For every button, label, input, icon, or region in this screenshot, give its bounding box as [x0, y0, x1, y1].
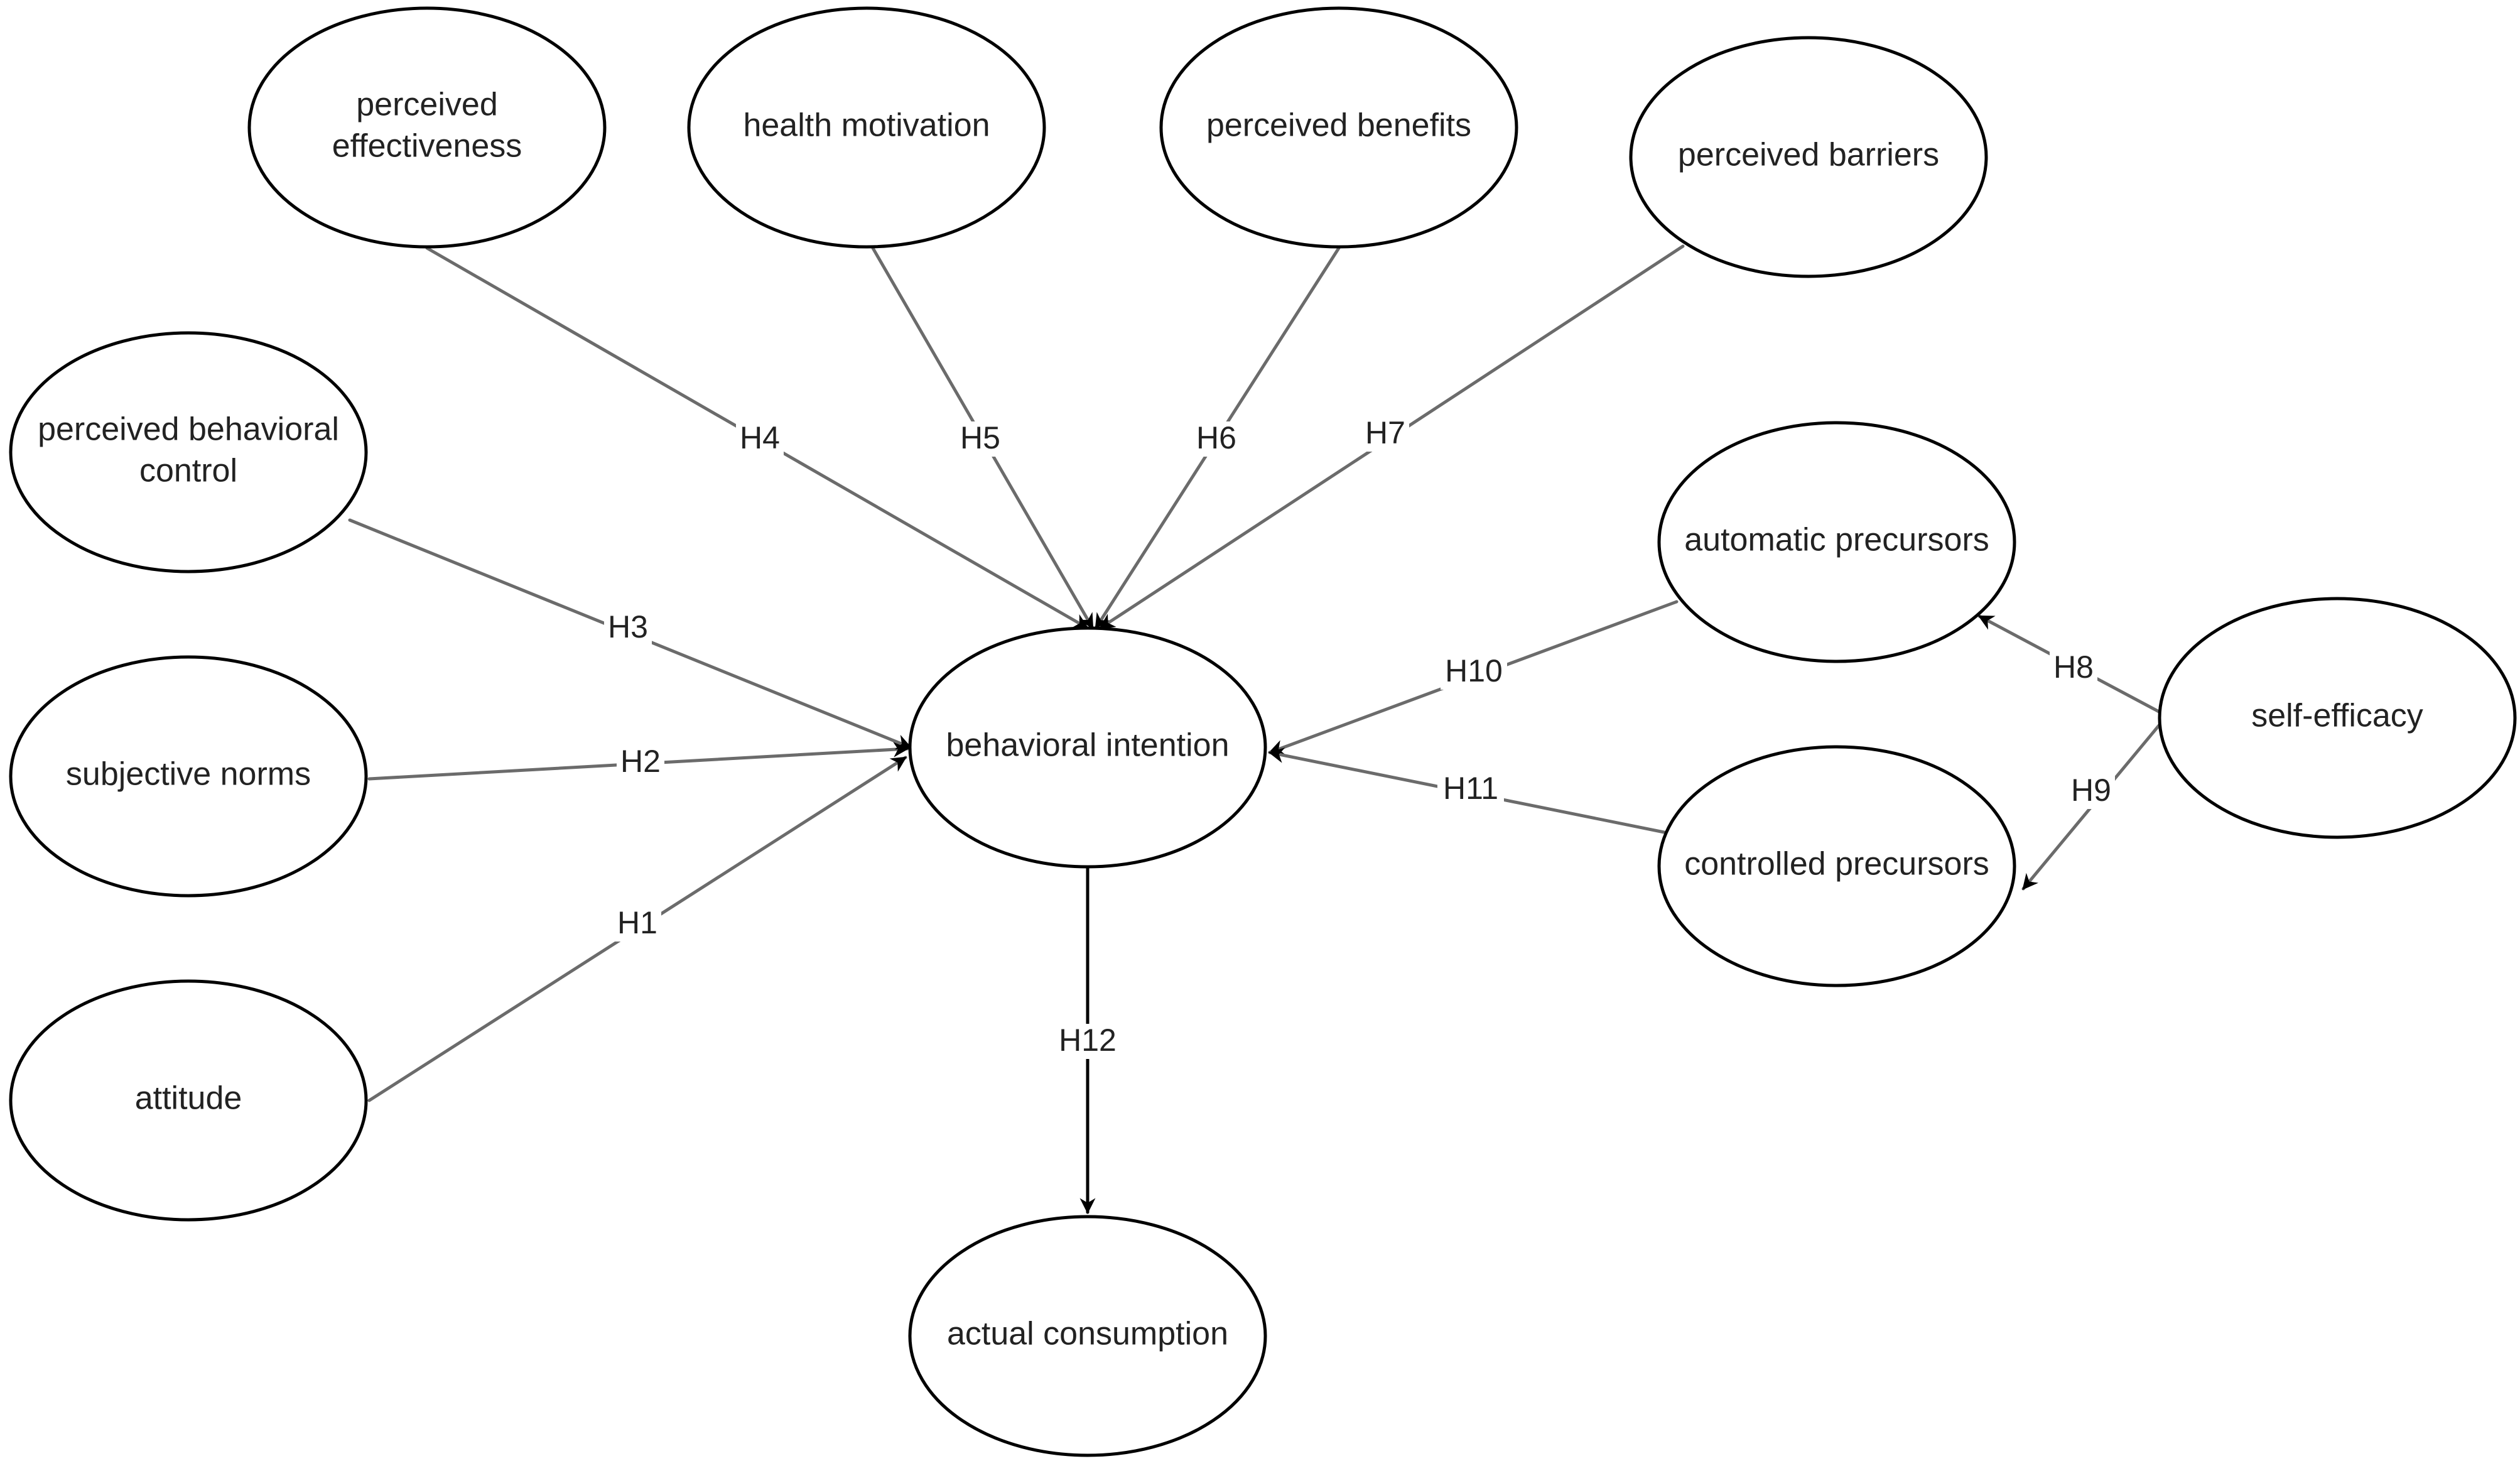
nodes-layer: perceived effectiveness health motivation p…	[9, 6, 2517, 1457]
edge-label-h4: H4	[740, 420, 780, 455]
edge-label-background	[604, 611, 652, 646]
node-attitude: attitude	[9, 979, 368, 1222]
node-label: control	[139, 453, 237, 489]
node-label: health motivation	[743, 107, 990, 144]
node-ellipse	[687, 6, 1046, 249]
node-ellipse	[2158, 597, 2517, 839]
edge-label-h2: H2	[620, 744, 661, 779]
edge-label-background	[2050, 651, 2097, 686]
node-ellipse	[9, 331, 368, 573]
node-ellipse	[908, 626, 1267, 869]
node-ellipse	[1657, 745, 2016, 987]
edge-label-background	[1437, 772, 1504, 807]
node-health-motivation: health motivation	[687, 6, 1046, 249]
node-label: attitude	[135, 1080, 242, 1117]
node-label: controlled precursors	[1684, 846, 1989, 882]
edge-label-h3: H3	[608, 609, 648, 644]
edge-label-background	[736, 421, 784, 457]
node-label: perceived	[356, 87, 497, 123]
node-perceived-barriers: perceived barriers	[1629, 36, 1988, 278]
edge-label-h12: H12	[1059, 1023, 1117, 1058]
edge-label-h7: H7	[1365, 415, 1405, 450]
edge-label-background	[1192, 421, 1240, 457]
edge-label-background	[956, 421, 1004, 457]
node-label: automatic precursors	[1684, 522, 1989, 558]
node-ellipse	[247, 6, 607, 249]
node-label: behavioral intention	[946, 727, 1230, 764]
node-label: self-efficacy	[2251, 698, 2423, 734]
edge-label-h8: H8	[2053, 649, 2094, 685]
node-ellipse	[9, 655, 368, 898]
edge-label-background	[1441, 654, 1507, 690]
edge-label-h9: H9	[2071, 773, 2111, 808]
node-label: perceived benefits	[1206, 107, 1471, 144]
node-self-efficacy: self-efficacy	[2158, 597, 2517, 839]
node-label: actual consumption	[947, 1316, 1228, 1352]
edge-label-h5: H5	[960, 420, 1000, 455]
node-ellipse	[908, 1215, 1267, 1457]
node-ellipse	[9, 979, 368, 1222]
node-ellipse	[1159, 6, 1518, 249]
edge-label-background	[617, 745, 664, 780]
edge-label-h1: H1	[617, 905, 657, 940]
node-actual-consumption: actual consumption	[908, 1215, 1267, 1457]
edge-label-h6: H6	[1196, 420, 1236, 455]
node-perceived-behavioral-control: perceived behavioral control	[9, 331, 368, 573]
node-ellipse	[1629, 36, 1988, 278]
edge-label-h11: H11	[1443, 771, 1498, 806]
node-label: effectiveness	[332, 128, 522, 165]
node-controlled-precursors: controlled precursors	[1657, 745, 2016, 987]
node-behavioral-intention: behavioral intention	[908, 626, 1267, 869]
node-perceived-effectiveness: perceived effectiveness	[247, 6, 607, 249]
node-subjective-norms: subjective norms	[9, 655, 368, 898]
edge-label-background	[1361, 416, 1409, 452]
edge-label-background	[2067, 774, 2115, 809]
node-label: perceived barriers	[1678, 137, 1939, 173]
edge-label-background	[614, 906, 661, 942]
edge-label-background	[1054, 1024, 1121, 1059]
node-label: perceived behavioral	[38, 411, 339, 448]
node-automatic-precursors: automatic precursors	[1657, 421, 2016, 663]
node-perceived-benefits: perceived benefits	[1159, 6, 1518, 249]
edge-label-h10: H10	[1445, 653, 1503, 688]
node-ellipse	[1657, 421, 2016, 663]
node-label: subjective norms	[66, 756, 311, 793]
